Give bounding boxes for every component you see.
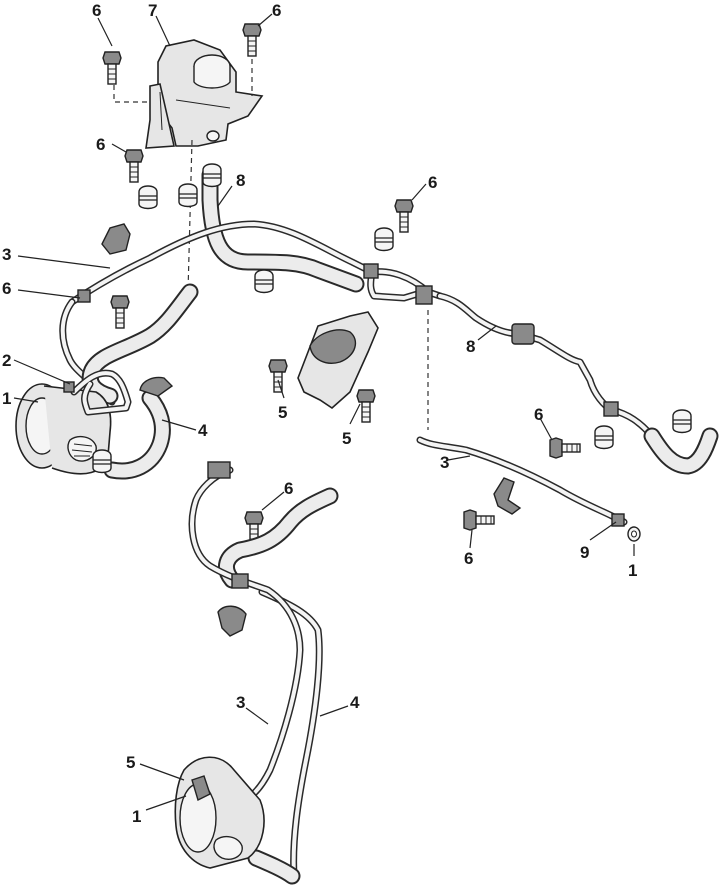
bracket-icon <box>217 605 247 637</box>
callout-3: 3 <box>236 693 245 712</box>
clamp-icon <box>374 227 394 252</box>
pump-icon <box>174 756 265 869</box>
callout-8: 8 <box>236 171 245 190</box>
low-pressure-hose-right <box>436 292 719 475</box>
leader <box>217 185 233 207</box>
callout-5: 5 <box>342 429 351 448</box>
leader <box>469 529 473 549</box>
pipe-fitting <box>63 381 75 393</box>
clamp-icon <box>672 409 692 434</box>
pipe-joint <box>207 461 231 479</box>
reservoir-icon <box>145 39 264 149</box>
callout-1: 1 <box>628 561 637 580</box>
leader <box>97 17 113 47</box>
bracket-icon <box>101 223 131 255</box>
bolt-icon <box>242 23 262 57</box>
callout-4: 4 <box>350 693 360 712</box>
callout-6: 6 <box>2 279 11 298</box>
bolt-icon <box>110 295 130 329</box>
leader <box>277 379 285 399</box>
callout-3: 3 <box>2 245 11 264</box>
sealing-washer-icon <box>627 526 641 542</box>
callout-1: 1 <box>132 807 141 826</box>
bolt-icon <box>268 359 288 393</box>
leader <box>447 455 471 461</box>
leader <box>261 491 285 511</box>
bracket-icon <box>297 311 379 410</box>
callout-6: 6 <box>284 479 293 498</box>
callout-4: 4 <box>198 421 208 440</box>
leader <box>161 419 197 431</box>
callout-2: 2 <box>2 351 11 370</box>
callout-8: 8 <box>466 337 475 356</box>
bracket-icon <box>493 477 522 515</box>
callout-3: 3 <box>440 453 449 472</box>
bolt-icon <box>356 389 376 423</box>
pressure-pipe-lower <box>188 466 304 808</box>
pipe-joint <box>77 289 91 303</box>
callout-6: 6 <box>272 1 281 20</box>
callout-1: 1 <box>2 389 11 408</box>
callout-9: 9 <box>580 543 589 562</box>
pipe-joint <box>231 573 249 589</box>
callout-6: 6 <box>92 1 101 20</box>
leader <box>111 143 127 153</box>
callout-6: 6 <box>96 135 105 154</box>
leader <box>145 795 187 811</box>
leader <box>589 521 617 541</box>
leader <box>245 707 269 725</box>
leader <box>17 289 81 299</box>
bolt-icon <box>463 509 495 531</box>
leader <box>411 183 427 201</box>
leader <box>319 705 349 717</box>
callout-5: 5 <box>278 403 287 422</box>
callout-6: 6 <box>534 405 543 424</box>
bolt-icon <box>124 149 144 183</box>
return-hose-lower <box>218 487 339 885</box>
clamp-icon <box>92 449 112 474</box>
bracket-icon <box>139 376 174 397</box>
bolt-icon <box>549 437 581 459</box>
callout-7: 7 <box>148 1 157 20</box>
leader <box>155 15 171 47</box>
pump-pipe <box>72 371 130 414</box>
leader <box>13 397 39 403</box>
return-hose-upper <box>201 166 365 293</box>
clamp-icon <box>178 183 198 208</box>
hose-clip <box>511 323 535 345</box>
leader <box>349 403 361 425</box>
assembly-line-reservoir-hose <box>187 139 193 293</box>
clamp-icon <box>138 185 158 210</box>
pipe-joint <box>363 263 379 279</box>
clamp-icon <box>254 269 274 294</box>
leader <box>13 359 71 385</box>
pipe-joint <box>603 401 619 417</box>
leader <box>539 417 553 441</box>
assembly-line-reservoir <box>113 76 150 103</box>
leader <box>257 13 273 27</box>
clamp-icon <box>202 163 222 188</box>
return-hose-left <box>81 283 199 480</box>
callout-6: 6 <box>428 173 437 192</box>
pipe-joint <box>415 285 433 305</box>
callout-5: 5 <box>126 753 135 772</box>
pressure-pipe-right <box>416 436 628 526</box>
leader <box>477 325 497 341</box>
bolt-icon <box>102 51 122 85</box>
leader <box>17 255 111 269</box>
bolt-icon <box>394 199 414 233</box>
callout-6: 6 <box>464 549 473 568</box>
leader <box>139 763 185 781</box>
clamp-icon <box>594 425 614 450</box>
